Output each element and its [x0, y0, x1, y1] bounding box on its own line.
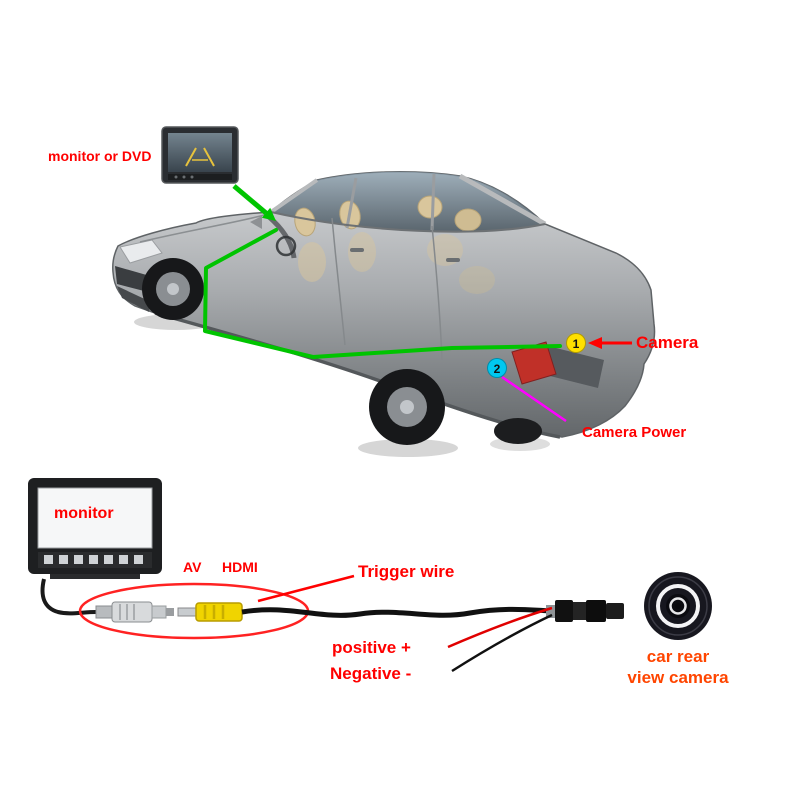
av-label: AV: [183, 559, 202, 575]
camera-connector: [546, 600, 624, 622]
monitor-or-dvd-label: monitor or DVD: [48, 148, 152, 164]
arrow-monitor-to-dash: [232, 184, 276, 221]
car-illustration: [112, 171, 656, 457]
camera-label: Camera: [636, 333, 699, 352]
camera-lens-icon: [644, 572, 712, 640]
camera-caption: car rear view camera: [597, 646, 759, 688]
rear-wheel: [369, 369, 445, 445]
marker-1: 1: [566, 333, 586, 353]
rca-connector-yellow: [177, 602, 243, 622]
negative-label: Negative -: [330, 664, 412, 683]
negative-wire: [451, 613, 553, 673]
monitor-cable: [40, 578, 97, 616]
dvd-monitor-thumbnail: [161, 126, 239, 184]
monitor-label: monitor: [54, 505, 114, 522]
hdmi-label: HDMI: [222, 559, 258, 575]
front-bumper-lower: [117, 286, 151, 312]
side-mirror: [250, 216, 262, 229]
positive-label: positive +: [332, 638, 411, 657]
camera-pointer-arrow: [588, 337, 632, 349]
trigger-pointer-line: [257, 574, 355, 603]
rear-dark-panel: [542, 346, 604, 388]
green-cable-route: [203, 228, 562, 359]
steering-wheel: [275, 235, 297, 257]
camera-caption-line1: car rear: [646, 647, 710, 666]
front-wheel: [142, 258, 204, 320]
trigger-wire-label: Trigger wire: [358, 562, 455, 581]
camera-power-label: Camera Power: [582, 424, 687, 441]
positive-wire: [447, 606, 553, 649]
front-grille: [115, 266, 150, 292]
far-rear-wheel: [494, 418, 542, 444]
camera-power-line: [501, 375, 567, 423]
interior-seats: [294, 195, 495, 294]
monitor-illustration: [28, 478, 162, 579]
main-cable: [241, 606, 553, 618]
marker-2: 2: [487, 358, 507, 378]
av-connector: [95, 601, 174, 623]
camera-caption-line2: view camera: [627, 668, 729, 687]
